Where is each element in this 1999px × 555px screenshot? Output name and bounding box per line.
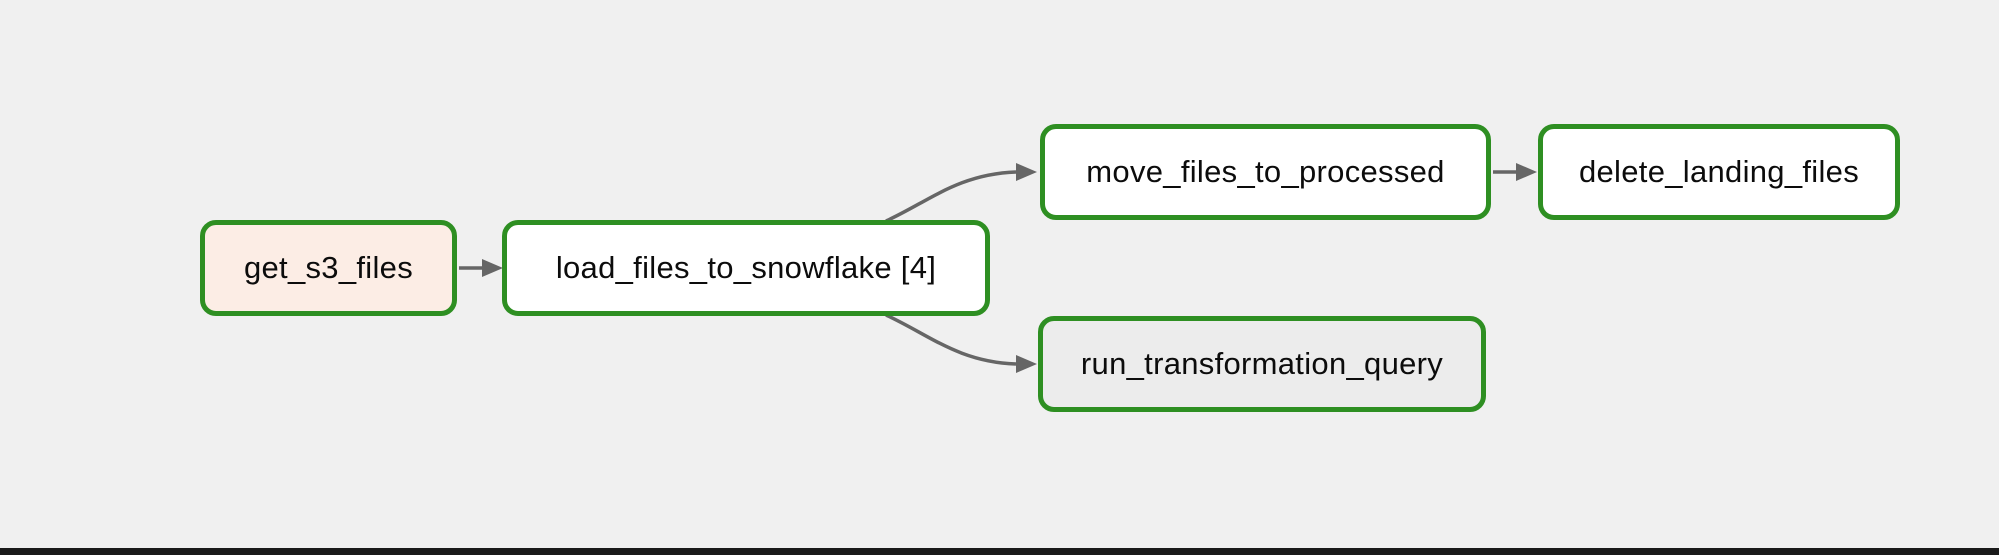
edge-arrowhead [1016,163,1037,181]
task-node-label: delete_landing_files [1578,154,1860,189]
bottom-bar [0,548,1999,555]
edge-arrowhead [482,259,503,277]
task-node-delete-landing-files[interactable]: delete_landing_files [1538,124,1900,220]
edge-arrowhead [1016,355,1037,373]
task-node-load-files-to-snowflake[interactable]: load_files_to_snowflake [4] [502,220,990,316]
edge-move-files-to-processed-to-delete-landing-files [1493,163,1537,181]
task-node-get-s3-files[interactable]: get_s3_files [200,220,457,316]
edge-load-files-to-snowflake-to-run-transformation-query [885,313,1037,373]
edge-arrowhead [1516,163,1537,181]
task-node-label: move_files_to_processed [1086,154,1445,189]
edge-load-files-to-snowflake-to-move-files-to-processed [885,163,1037,223]
task-node-label: load_files_to_snowflake [4] [555,250,937,285]
task-node-label: get_s3_files [243,250,414,285]
task-node-run-transformation-query[interactable]: run_transformation_query [1038,316,1486,412]
task-node-label: run_transformation_query [1080,346,1444,381]
edge-get-s3-files-to-load-files-to-snowflake [459,259,503,277]
task-node-move-files-to-processed[interactable]: move_files_to_processed [1040,124,1491,220]
